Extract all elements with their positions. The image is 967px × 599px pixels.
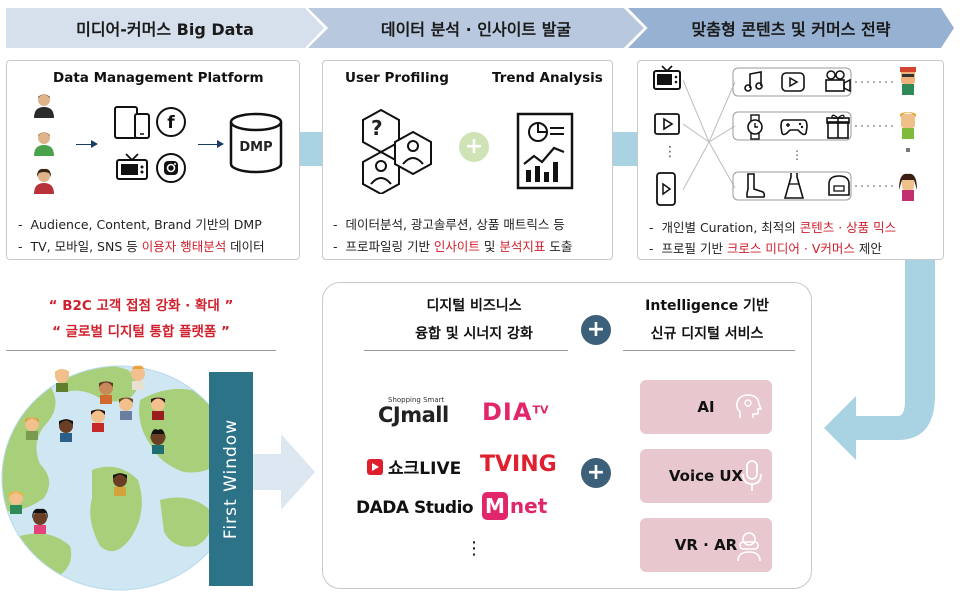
rice-cooker-icon [828,175,850,196]
analysis-bullet-1: - 데이터분석, 광고솔루션, 상품 매트릭스 등 [333,217,565,232]
plus-light-icon: + [459,132,489,162]
user-profiling-title: User Profiling [345,70,449,86]
globe-illustration [1,365,239,591]
step-1-label: 미디어-커머스 Big Data [76,20,254,39]
video-play-icon [654,113,680,135]
persona-avatar-3 [899,173,917,201]
analysis-bullet-2: - 프로파일링 기반 인사이트 및 분석지표 도출 [333,239,573,254]
service-vr-ar-label: VR · AR [674,536,738,554]
slogan-1: “ B2C 고객 접점 강화 · 확대 ” [48,298,234,314]
curation-bullet-2: - 프로필 기반 크로스 미디어 · V커머스 제안 [649,241,882,256]
persona-divider [906,148,910,152]
diatv-sup: TV [532,403,549,417]
persona-avatar-1 [900,67,916,95]
step-3-label: 맞춤형 콘텐츠 및 커머스 전략 [691,20,891,39]
arrow-devices-to-dmp [198,140,224,148]
profiling-question-mark: ? [371,116,383,140]
intelligence-service-underline [623,350,795,351]
brain-head-icon [736,394,763,418]
tablet-phone-icon [114,106,150,139]
dmp-bullet-1: - Audience, Content, Brand 기반의 DMP [18,217,262,232]
dmp-database-icon [229,112,283,174]
dress-icon [784,173,804,199]
vertical-ellipsis-icon: ⋮ [663,144,677,160]
persona-avatar-2 [900,112,916,139]
globe-people [9,365,166,534]
shockalive-logo: 쇼크LIVE [366,454,461,479]
dmp-label: DMP [239,140,273,155]
vertical-ellipsis-icon: ⋮ [791,148,803,162]
service-vr-ar: VR · AR [640,518,772,572]
plus-circle-top: + [581,315,611,345]
plus-circle-middle: + [581,458,611,488]
curation-bullet-1: - 개인별 Curation, 최적의 콘텐츠 · 상품 믹스 [649,220,897,235]
user-profiling-hexagon-icon [362,108,432,194]
svg-text:f: f [167,113,175,133]
digital-business-underline [364,350,568,351]
user-icon-2 [34,132,54,156]
first-window-bar [209,372,253,586]
service-voice-ux: Voice UX [640,449,772,503]
dada-studio-logo: DADA Studio [356,498,474,518]
trend-analysis-icon [516,112,574,190]
mnet-logo: M net [482,492,547,520]
dmp-title: Data Management Platform [53,70,264,86]
connector-2-3 [613,132,637,166]
gamepad-icon [780,119,808,136]
shockalive-play-icon [367,458,383,475]
service-ai-label: AI [697,398,715,416]
cjmall-tagline: Shopping Smart [388,396,445,404]
music-note-icon [744,71,763,92]
diatv-wordmark: DIA [482,398,533,426]
shockalive-wordmark: 쇼크LIVE [388,459,462,479]
step-1-chevron: 미디어-커머스 Big Data [6,8,324,48]
instagram-icon [156,153,186,183]
intelligence-service-heading: Intelligence 기반 신규 디지털 서비스 [645,298,769,342]
arrow-users-to-devices [76,140,98,148]
slogan-2: “ 글로벌 디지털 통합 플랫폼 ” [52,324,230,340]
movie-camera-icon [825,70,851,93]
step-2-chevron: 데이터 분석 · 인사이트 발굴 [308,8,644,48]
slogan-divider [6,350,276,351]
user-icon-1 [34,94,54,118]
trend-analysis-title: Trend Analysis [492,70,603,86]
tv-icon [653,65,681,90]
digital-business-heading: 디지털 비즈니스 융합 및 시너지 강화 [415,298,533,342]
first-window-label: First Window [221,418,241,540]
curation-network-lines [682,67,895,201]
step-2-label: 데이터 분석 · 인사이트 발굴 [380,20,572,39]
tving-logo: TVING [480,452,557,477]
gift-box-icon [826,114,850,139]
watch-icon [747,114,763,140]
microphone-icon [742,460,762,491]
step-3-chevron: 맞춤형 콘텐츠 및 커머스 전략 [628,8,954,48]
cjmall-logo: Shopping Smart CJmall [378,396,449,426]
user-icon-3 [34,168,54,194]
boot-icon [746,173,766,198]
service-ai: AI [640,380,772,434]
cjmall-wordmark: CJmall [378,403,449,427]
dmp-bullet-2: - TV, 모바일, SNS 등 이용자 행태분석 데이터 [18,239,265,254]
more-logos-ellipsis: ⋮ [465,538,483,559]
facebook-icon: f [156,107,186,137]
mnet-m-mark: M [482,492,508,520]
mobile-video-icon [656,172,676,206]
diatv-logo: DIATV [482,398,548,426]
play-button-icon [781,72,805,92]
vr-headset-icon [737,532,761,562]
flow-arrow-right-to-center [824,260,935,460]
tv-icon [116,153,148,180]
service-voice-ux-label: Voice UX [668,467,744,485]
flow-arrow-globe-to-center [253,434,315,510]
connector-1-2 [300,132,322,166]
mnet-wordmark: net [509,494,548,518]
